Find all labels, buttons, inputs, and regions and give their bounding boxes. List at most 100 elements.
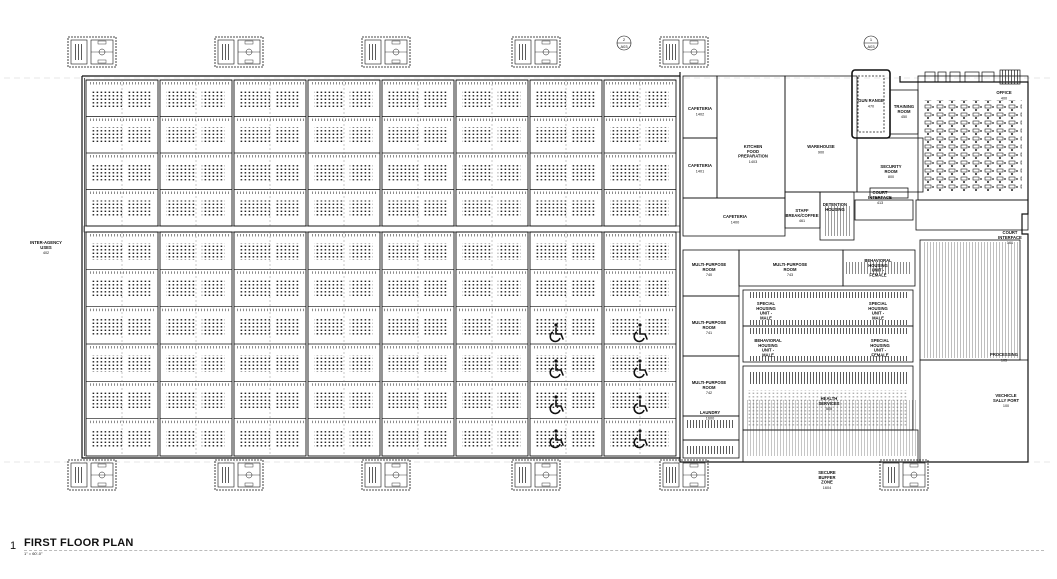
room-name: PREPARATION [738, 154, 768, 159]
housing-pod [233, 231, 307, 457]
wheelchair-icon [633, 395, 648, 415]
room-name: SECURE [818, 470, 836, 475]
room-number: 900 [818, 150, 824, 154]
room-name: MULTI-PURPOSE [773, 262, 808, 267]
room-name: FOOD [747, 149, 759, 154]
room-number: 402 [43, 251, 49, 255]
yard-north [361, 36, 411, 68]
room-name: MULTI-PURPOSE [692, 262, 727, 267]
drawing-title: FIRST FLOOR PLAN [24, 537, 134, 549]
housing-pod [307, 79, 381, 227]
room-name: HOUSING [868, 306, 888, 311]
room-number: 470 [868, 104, 874, 108]
yard-south [214, 459, 264, 491]
room-name: WAREHOUSE [807, 144, 835, 149]
room-name: INTERFACE [998, 235, 1022, 240]
room-number: 743 [787, 273, 793, 277]
housing-pod [529, 79, 603, 227]
section-mark-2: 2 A03 [616, 35, 632, 51]
room-name: PROCESSING [990, 352, 1018, 357]
office-stair-marks [924, 69, 1021, 85]
room-number: 100 [1003, 404, 1009, 408]
wheelchair-icon [633, 429, 648, 449]
yard-south [361, 459, 411, 491]
housing-pod [603, 79, 677, 227]
room-name: KITCHEN [744, 144, 763, 149]
room-name: BEHAVIORAL [864, 258, 892, 263]
room-name: UNIT - [874, 348, 887, 353]
yard-north [67, 36, 117, 68]
housing-pod [455, 231, 529, 457]
room-name: ROOM [897, 109, 911, 114]
accessibility-icons [549, 323, 648, 449]
west-wall [82, 78, 86, 456]
wheelchair-icon [549, 429, 564, 449]
support-core [682, 69, 1029, 463]
yard-south [511, 459, 561, 491]
room-name: UNIT - [760, 311, 773, 316]
room-name: ROOM [783, 267, 797, 272]
housing-pod [381, 231, 455, 457]
room-number: 500 [826, 407, 832, 411]
room-name: MALE [762, 352, 774, 357]
room-name: BEHAVIORAL [754, 338, 782, 343]
room-number: 461 [799, 219, 805, 223]
room-name: SPECIAL [869, 301, 888, 306]
yard-south [67, 459, 117, 491]
wheelchair-icon [549, 323, 564, 343]
room-name: SALLY PORT [993, 398, 1020, 403]
room-number: 1400 [731, 220, 739, 224]
room-name: SECURITY [880, 164, 901, 169]
section-mark-1: 1 A03 [863, 35, 879, 51]
wheelchair-icon [633, 323, 648, 343]
room-name: BUFFER [819, 475, 836, 480]
room-name: SPECIAL [871, 338, 890, 343]
yard-south [659, 459, 709, 491]
room-name: INTER-AGENCY [30, 240, 62, 245]
drawing-scale: 1" = 60'-0" [24, 551, 43, 556]
title-underline [24, 550, 1044, 551]
room-name: HEALTH [821, 396, 838, 401]
housing-pod [233, 79, 307, 227]
housing-pod [85, 79, 159, 227]
room-name: UNIT - [762, 348, 775, 353]
room-name: OFFICE [996, 90, 1012, 95]
wheelchair-icon [633, 359, 648, 379]
room-name: SPECIAL [757, 301, 776, 306]
room-number: 400 [1001, 96, 1007, 100]
room-name: STAFF [795, 208, 809, 213]
room-name: DETENTION [823, 202, 847, 207]
room-name: MALE [760, 315, 772, 320]
housing-pod [381, 79, 455, 227]
yard-north [214, 36, 264, 68]
recreation-yards [67, 36, 929, 491]
room-name: FEMALE [871, 352, 888, 357]
drawing-title-block: 1 FIRST FLOOR PLAN 1" = 60'-0" [10, 536, 1050, 566]
housing-pod [307, 231, 381, 457]
room-number: 161 [1007, 241, 1013, 245]
room-name: SERVICES [818, 401, 839, 406]
room-name: ROOM [702, 385, 716, 390]
central-corridor [83, 225, 681, 233]
room-name: CAFETERIA [723, 214, 747, 219]
room-name: MULTI-PURPOSE [692, 380, 727, 385]
room-name: HOUSING [756, 306, 776, 311]
room-name: HOUSING [868, 263, 888, 268]
room-name: HOUSING [870, 343, 890, 348]
room-name: ROOM [702, 325, 716, 330]
room-name: MULTI-PURPOSE [692, 320, 727, 325]
